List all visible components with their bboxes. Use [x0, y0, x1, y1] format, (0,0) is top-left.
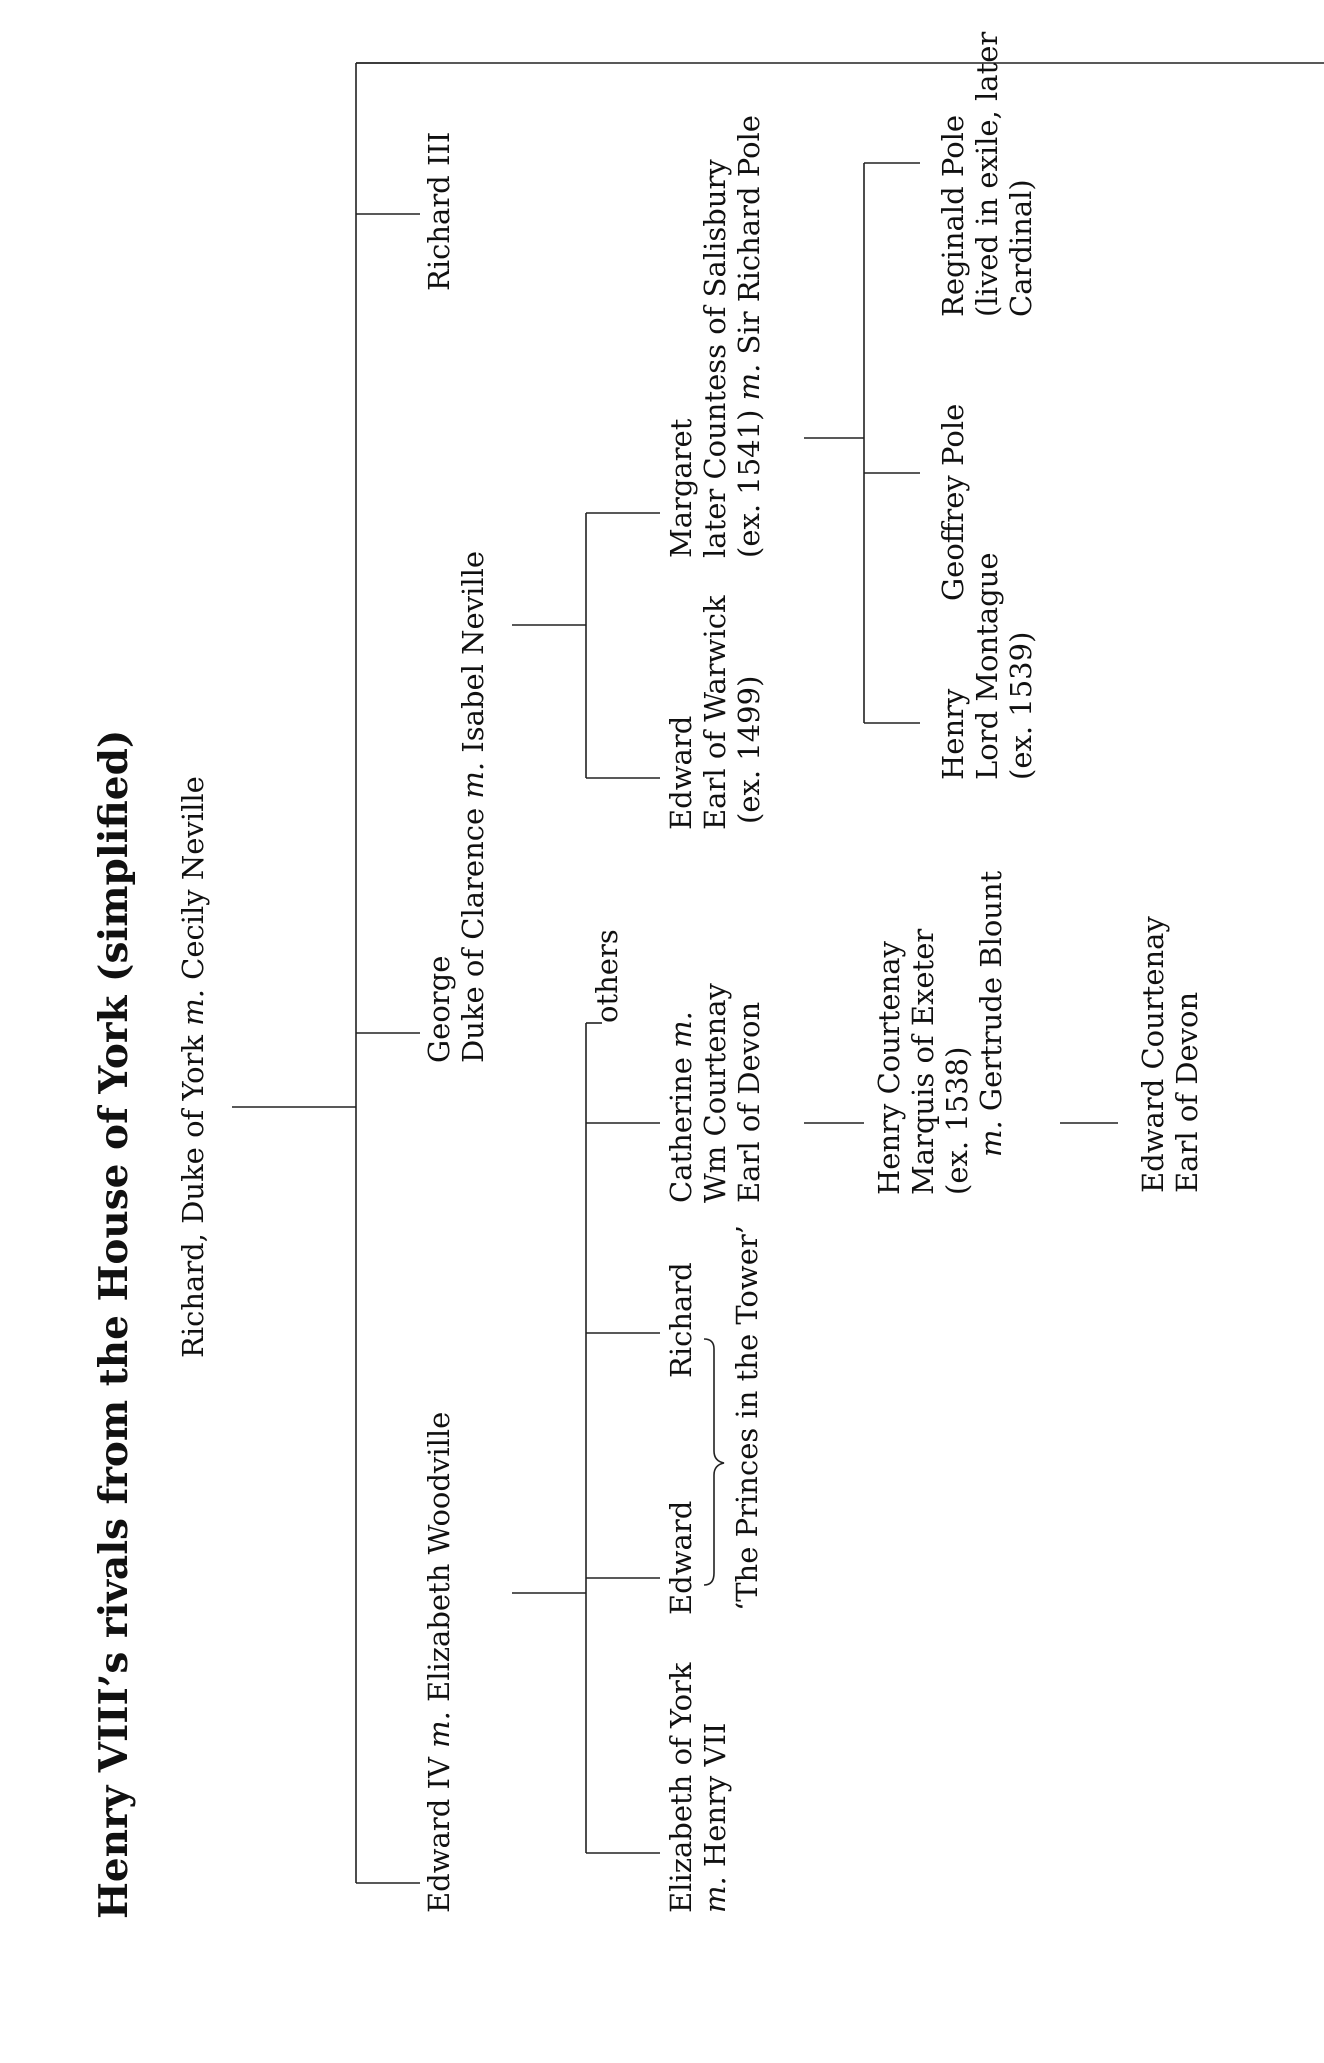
henry-courtenay-spouse: Gertrude Blount	[974, 870, 1008, 1112]
george-spouse: Isabel Neville	[456, 550, 490, 753]
henry-montague-line3: (ex. 1539)	[1004, 631, 1038, 780]
node-richard-prince: Richard	[664, 1262, 698, 1378]
catherine-name: Catherine	[664, 1057, 698, 1203]
node-george: George Duke of Clarence m. Isabel Nevill…	[422, 551, 490, 1063]
margaret-execution: (ex. 1541)	[732, 409, 766, 558]
diagram-title: Henry VIII’s rivals from the House of Yo…	[91, 729, 137, 1919]
edward-warwick-line3: (ex. 1499)	[732, 675, 766, 824]
reginald-pole-line1: Reginald Pole	[936, 114, 970, 317]
henry-courtenay-line3: (ex. 1538)	[940, 1046, 974, 1195]
node-edward-courtenay: Edward Courtenay Earl of Devon	[1136, 916, 1204, 1193]
princes-in-the-tower-label: ‘The Princes in the Tower’	[730, 1225, 764, 1611]
root-marriage-mark: m.	[176, 989, 210, 1026]
george-title: Duke of Clarence	[456, 807, 490, 1063]
node-henry-courtenay: Henry Courtenay Marquis of Exeter (ex. 1…	[872, 871, 1008, 1195]
elizabeth-marriage-mark: m.	[698, 1876, 732, 1913]
edward-iv-name: Edward IV	[422, 1757, 456, 1913]
root-name: Richard, Duke of York	[176, 1035, 210, 1358]
princes-brace	[703, 1338, 725, 1586]
elizabeth-spouse: Henry VII	[698, 1722, 732, 1868]
node-catherine: Catherine m. Wm Courtenay Earl of Devon	[664, 983, 766, 1203]
edward-warwick-line2: Earl of Warwick	[698, 595, 732, 830]
edward-warwick-line1: Edward	[664, 715, 698, 830]
henry-courtenay-line2: Marquis of Exeter	[906, 928, 940, 1195]
node-geoffrey-pole: Geoffrey Pole	[936, 403, 970, 601]
henry-montague-line2: Lord Montague	[970, 552, 1004, 780]
node-edward-warwick: Edward Earl of Warwick (ex. 1499)	[664, 595, 766, 830]
george-marriage-mark: m.	[456, 761, 490, 799]
catherine-spouse: Wm Courtenay	[698, 983, 732, 1203]
margaret-line2: later Countess of Salisbury	[698, 159, 732, 558]
henry-courtenay-marriage-mark: m.	[974, 1120, 1008, 1157]
node-elizabeth-of-york: Elizabeth of York m. Henry VII	[664, 1663, 732, 1914]
henry-courtenay-line1: Henry Courtenay	[872, 941, 906, 1195]
node-margaret: Margaret later Countess of Salisbury (ex…	[664, 115, 766, 558]
root-spouse: Cecily Neville	[176, 776, 210, 980]
margaret-marriage-mark: m.	[732, 363, 766, 401]
george-line1: George	[422, 955, 456, 1063]
edward-courtenay-line2: Earl of Devon	[1170, 991, 1204, 1193]
node-edward-iv: Edward IV m. Elizabeth Woodville	[422, 1412, 456, 1913]
catherine-spouse-title: Earl of Devon	[732, 1001, 766, 1203]
node-richard-duke-of-york: Richard, Duke of York m. Cecily Neville	[176, 776, 210, 1358]
node-edward-prince: Edward	[664, 1500, 698, 1615]
edward-iv-spouse: Elizabeth Woodville	[422, 1411, 456, 1702]
reginald-pole-line3: Cardinal)	[1004, 179, 1038, 317]
margaret-line1: Margaret	[664, 418, 698, 558]
node-richard-iii: Richard III	[422, 131, 456, 291]
node-others: others	[590, 929, 624, 1023]
edward-courtenay-line1: Edward Courtenay	[1136, 916, 1170, 1193]
node-reginald-pole: Reginald Pole (lived in exile, later Car…	[936, 32, 1038, 317]
reginald-pole-line2: (lived in exile, later	[970, 31, 1004, 317]
edward-iv-marriage-mark: m.	[422, 1711, 456, 1748]
elizabeth-line1: Elizabeth of York	[664, 1662, 698, 1914]
margaret-spouse: Sir Richard Pole	[732, 115, 766, 355]
catherine-marriage-mark: m.	[664, 1011, 698, 1048]
